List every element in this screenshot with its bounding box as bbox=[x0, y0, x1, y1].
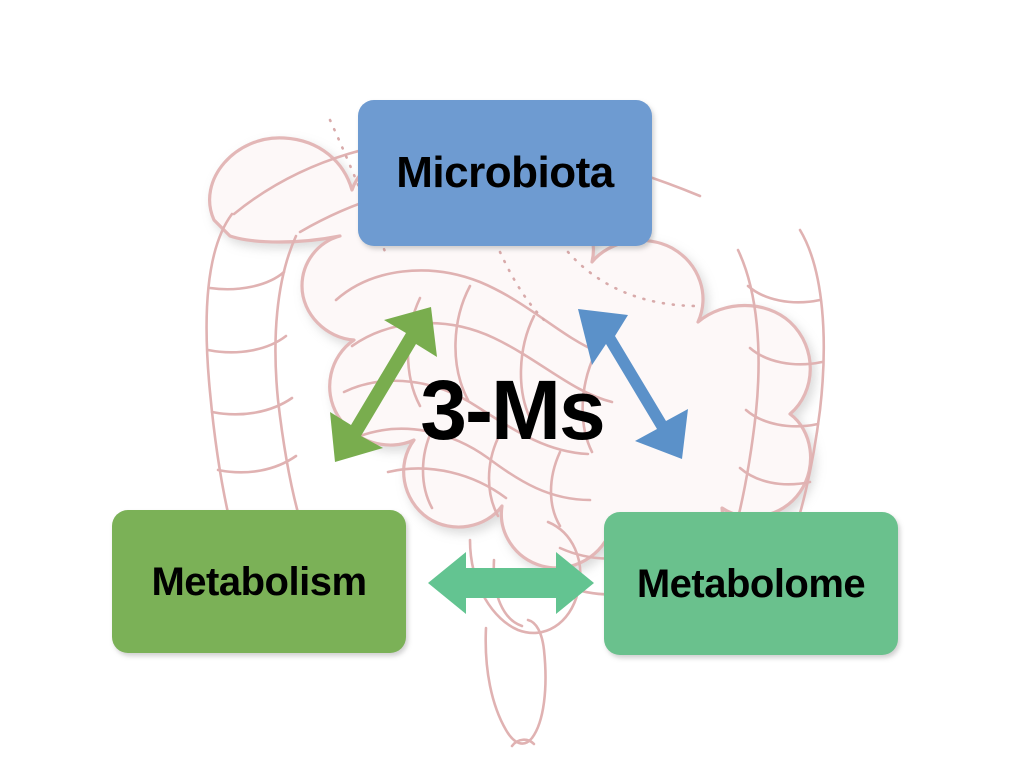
concept-box-metabolome-label: Metabolome bbox=[636, 561, 866, 606]
concept-box-metabolism[interactable]: Metabolism bbox=[112, 510, 406, 653]
arrow-microbiota-metabolome bbox=[578, 309, 688, 459]
arrow-metabolism-metabolome bbox=[428, 552, 594, 614]
arrow-metabolism-microbiota bbox=[330, 307, 437, 462]
concept-box-microbiota-label: Microbiota bbox=[396, 148, 614, 197]
concept-box-metabolome[interactable]: Metabolome bbox=[604, 512, 898, 655]
concept-box-metabolism-label: Metabolism bbox=[151, 559, 367, 604]
center-label-3ms: 3-Ms bbox=[420, 363, 605, 457]
concept-box-microbiota[interactable]: Microbiota bbox=[358, 100, 652, 246]
